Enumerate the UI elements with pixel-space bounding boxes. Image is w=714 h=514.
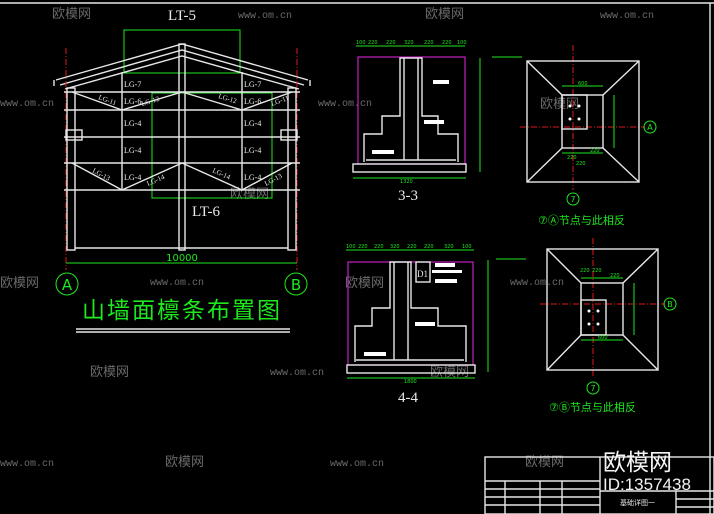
grid-label: 7	[590, 384, 595, 393]
section-label: 4-4	[398, 390, 418, 406]
watermark-url: www.om.cn	[600, 11, 654, 22]
lt5-label: LT-5	[168, 8, 196, 24]
watermark-url: www.om.cn	[150, 278, 204, 289]
svg-text:100: 100	[346, 244, 356, 250]
column-base-plan-a: 600 220 220 220 A 7 ⑦Ⓐ节点与此相反	[520, 45, 657, 227]
plan-note: ⑦Ⓑ节点与此相反	[549, 401, 636, 414]
purlin-label: LG-4	[124, 119, 141, 128]
svg-text:220: 220	[567, 155, 577, 161]
watermark-url: www.om.cn	[0, 459, 54, 470]
column	[287, 87, 297, 251]
svg-text:220: 220	[592, 268, 602, 274]
section-width: 1800	[404, 379, 417, 385]
section-width: 1320	[400, 179, 413, 185]
svg-text:220: 220	[580, 268, 590, 274]
svg-text:600: 600	[578, 81, 588, 87]
roof-line	[59, 49, 305, 86]
grid-label: 7	[570, 195, 575, 204]
diagonal-label: LG-12	[140, 95, 161, 108]
axis-bubble-b	[284, 272, 308, 296]
watermark-brand: 欧模网	[90, 365, 129, 380]
span-dimension: 10000	[166, 253, 198, 264]
watermark-brand: 欧模网	[425, 7, 464, 22]
lt6-box	[151, 92, 273, 199]
watermark-brand: 欧模网	[0, 276, 39, 291]
purlin-label: LG-4	[244, 146, 261, 155]
plan-note: ⑦Ⓐ节点与此相反	[538, 214, 625, 227]
column	[66, 87, 76, 251]
purlin-label: LG-7	[244, 80, 261, 89]
purlin-label: LG-4	[124, 146, 141, 155]
watermark-brand: 欧模网	[52, 7, 91, 22]
svg-text:220: 220	[374, 244, 384, 250]
watermark-brand: 欧模网	[525, 455, 564, 470]
svg-text:220: 220	[407, 244, 417, 250]
purlin-labels: LG-7 LG-6 LG-4 LG-4 LG-4 LG-7 LG-6 LG-4 …	[91, 80, 290, 188]
watermark-url: www.om.cn	[510, 278, 564, 289]
section-label: 3-3	[398, 188, 418, 204]
lt5-box	[123, 29, 241, 74]
watermark-brand: 欧模网	[345, 276, 384, 291]
svg-text:600: 600	[598, 335, 608, 341]
watermark-id: ID:1357438	[603, 475, 691, 494]
svg-text:220: 220	[610, 273, 620, 279]
drawing-title: 山墙面檩条布置图	[82, 298, 282, 324]
watermark-brand-large: 欧模网	[603, 450, 672, 476]
roof-line	[64, 55, 300, 90]
watermark-brand: 欧模网	[540, 97, 579, 112]
title-block: 基础详图一	[484, 456, 714, 514]
watermark-url: www.om.cn	[318, 99, 372, 110]
purlin-label: LG-6	[124, 97, 141, 106]
diagonal-label: LG-14	[211, 167, 232, 182]
svg-text:100: 100	[457, 40, 467, 46]
watermark-url: www.om.cn	[270, 368, 324, 379]
axis-bubble-a	[55, 272, 79, 296]
purlin-label: LG-4	[244, 173, 261, 182]
svg-text:100: 100	[356, 40, 366, 46]
svg-text:220: 220	[424, 40, 434, 46]
diagonal-label: LG-13	[91, 167, 112, 183]
watermark-brand: 欧模网	[230, 187, 269, 202]
watermark-url: www.om.cn	[238, 11, 292, 22]
column-base-plan-b: 220 220 220 600 B 7 ⑦Ⓑ节点与此相反	[540, 238, 677, 414]
axis-label-a: A	[62, 276, 73, 294]
lt6-label: LT-6	[192, 204, 221, 220]
svg-text:220: 220	[590, 148, 600, 154]
svg-text:320: 320	[390, 244, 400, 250]
svg-text:220: 220	[576, 161, 586, 167]
purlin-label: LG-4	[244, 119, 261, 128]
purlin-label: LG-7	[124, 80, 141, 89]
svg-text:220: 220	[424, 244, 434, 250]
svg-text:320: 320	[444, 244, 454, 250]
svg-text:320: 320	[404, 40, 414, 46]
axis-label: A	[647, 123, 653, 132]
svg-text:100: 100	[462, 244, 472, 250]
svg-text:220: 220	[442, 40, 452, 46]
svg-text:220: 220	[358, 244, 368, 250]
purlin-label: LG-6	[244, 97, 261, 106]
center-column	[178, 43, 186, 251]
axis-label-b: B	[291, 276, 301, 294]
svg-text:220: 220	[368, 40, 378, 46]
watermark-brand: 欧模网	[165, 455, 204, 470]
diagonal-label: LG-13	[263, 172, 284, 188]
watermark-url: www.om.cn	[330, 459, 384, 470]
diagonal-label: LG-14	[146, 173, 167, 188]
purlin-lines	[64, 72, 300, 191]
axis-label: B	[667, 300, 673, 309]
watermark-url: www.om.cn	[0, 99, 54, 110]
purlin-label: LG-4	[124, 173, 141, 182]
svg-text:220: 220	[386, 40, 396, 46]
drawing-name: 基础详图一	[620, 498, 655, 508]
watermarks: 欧模网 www.om.cn 欧模网 www.om.cn www.om.cn ww…	[0, 7, 654, 470]
section-tag: D1	[417, 269, 428, 279]
